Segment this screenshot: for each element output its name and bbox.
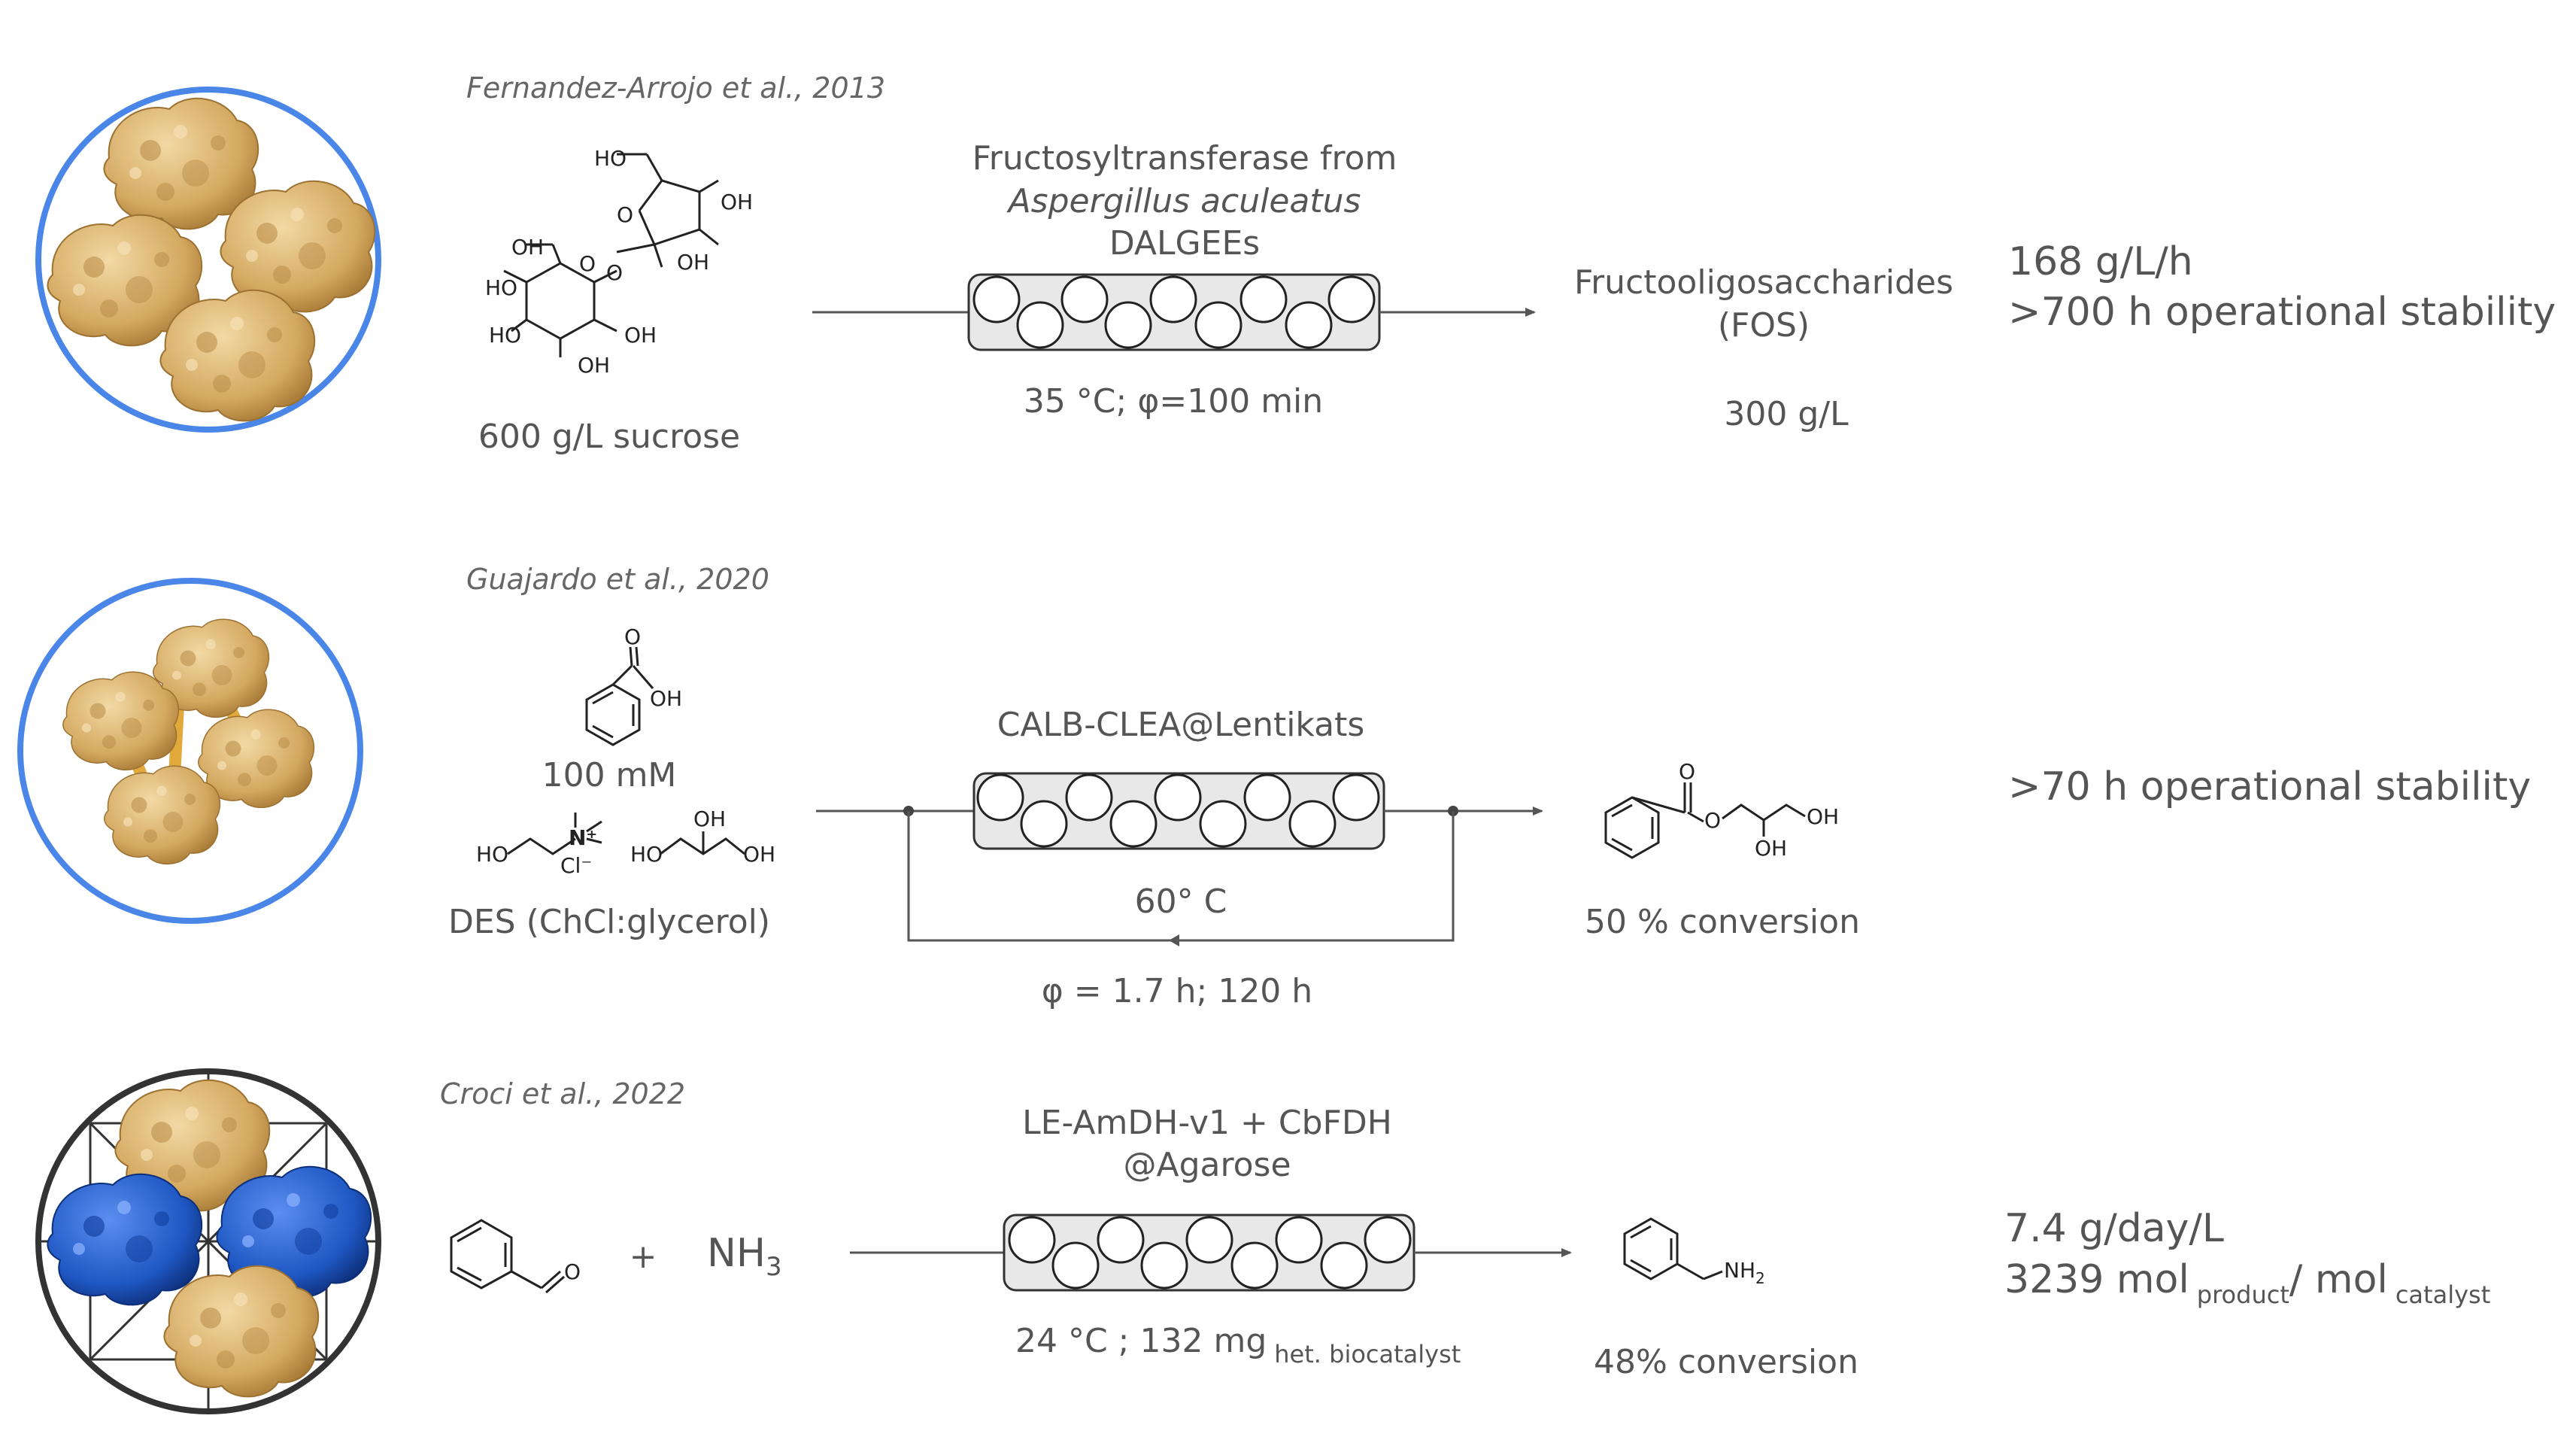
result-productivity: 7.4 g/day/L xyxy=(2004,1206,2224,1251)
enzyme-line: Aspergillus aculeatus xyxy=(1006,182,1361,220)
atom-label: OH xyxy=(693,806,726,831)
product-line: (FOS) xyxy=(1718,306,1810,345)
benzylamine-structure: NH2 xyxy=(1623,1217,1765,1287)
plus-sign: + xyxy=(630,1238,657,1276)
atom-label: OH xyxy=(677,250,709,275)
atom-label: OH xyxy=(578,353,610,378)
enzyme-line: CALB-CLEA@Lentikats xyxy=(997,706,1365,744)
conditions: 35 °C; φ=100 min xyxy=(1024,382,1323,421)
atom-label: O xyxy=(617,202,633,227)
enzyme-line: DALGEEs xyxy=(1109,224,1260,263)
ring-dark xyxy=(35,1068,381,1414)
atom-label: OH xyxy=(743,842,775,867)
atom-label: OH xyxy=(1755,836,1787,861)
substrate-label: 600 g/L sucrose xyxy=(478,418,740,456)
product-structure: O O OH OH xyxy=(1604,759,1839,861)
result-stability: >70 h operational stability xyxy=(2008,764,2531,810)
enzyme-line: @Agarose xyxy=(1123,1146,1291,1184)
enzyme-line: Fructosyltransferase from xyxy=(972,139,1397,178)
glycerol-structure: HO OH OH xyxy=(630,806,775,867)
enzyme-illustration-agarose xyxy=(35,1068,381,1414)
atom-label: OH xyxy=(511,235,544,260)
substrate-amount: 100 mM xyxy=(542,756,677,794)
result-productivity: 168 g/L/h xyxy=(2008,239,2193,284)
amine-label: NH2 xyxy=(1724,1258,1765,1287)
benzaldehyde-structure: O xyxy=(450,1219,581,1294)
atom-label: OH xyxy=(721,190,753,214)
product-label: 48% conversion xyxy=(1594,1343,1858,1381)
enzyme-illustration-dalgee xyxy=(35,87,381,433)
packed-bed-reactor xyxy=(1003,1214,1415,1292)
citation: Croci et al., 2022 xyxy=(440,1077,685,1110)
nitrogen-label: N⁺ xyxy=(569,825,597,850)
packed-bed-reactor xyxy=(967,273,1381,351)
atom-label: O xyxy=(1679,759,1695,784)
atom-label: OH xyxy=(1807,804,1839,829)
atom-label: HO xyxy=(630,842,663,867)
benzoic-acid-structure: O OH xyxy=(585,624,682,746)
atom-label: HO xyxy=(476,842,508,867)
row-2: Guajardo et al., 2020 O OH 100 mM HO N⁺ … xyxy=(17,563,2531,1010)
atom-label: O xyxy=(1704,808,1721,833)
atom-label: HO xyxy=(594,146,627,171)
atom-label: O xyxy=(564,1259,581,1284)
atom-label: OH xyxy=(650,686,682,711)
ammonia: NH3 xyxy=(707,1231,782,1282)
citation: Guajardo et al., 2020 xyxy=(466,563,769,596)
temperature: 60° C xyxy=(1135,882,1227,921)
ring-blue xyxy=(17,578,363,924)
packed-bed-reactor xyxy=(972,772,1385,850)
atom-label: O xyxy=(579,251,596,276)
recycle-conditions: φ = 1.7 h; 120 h xyxy=(1042,972,1312,1010)
sucrose-structure: HO OH OH HO HO OH OH OH O O O xyxy=(485,146,753,378)
atom-label: HO xyxy=(489,323,521,348)
product-label: 50 % conversion xyxy=(1585,903,1860,941)
ring-blue xyxy=(35,87,381,433)
atom-label: OH xyxy=(624,323,657,348)
solvent-label: DES (ChCl:glycerol) xyxy=(448,903,770,941)
atom-label: HO xyxy=(485,275,517,300)
citation: Fernandez-Arrojo et al., 2013 xyxy=(466,71,885,105)
product-amount: 300 g/L xyxy=(1724,395,1849,433)
atom-label: O xyxy=(606,260,623,285)
atom-label: O xyxy=(624,624,641,649)
enzyme-illustration-clea xyxy=(17,578,363,924)
row-3: Croci et al., 2022 O + NH3 LE-AmDH-v1 + … xyxy=(35,1068,2490,1414)
choline-chloride-structure: HO N⁺ Cl⁻ xyxy=(476,813,602,878)
result-stability: >700 h operational stability xyxy=(2008,290,2556,335)
row-1: Fernandez-Arrojo et al., 2013 HO OH OH H… xyxy=(35,71,2556,456)
recycle-loop xyxy=(903,806,1458,946)
atom-label: Cl⁻ xyxy=(560,853,592,878)
product-line: Fructooligosaccharides xyxy=(1574,263,1953,302)
enzyme-line: LE-AmDH-v1 + CbFDH xyxy=(1022,1104,1392,1142)
